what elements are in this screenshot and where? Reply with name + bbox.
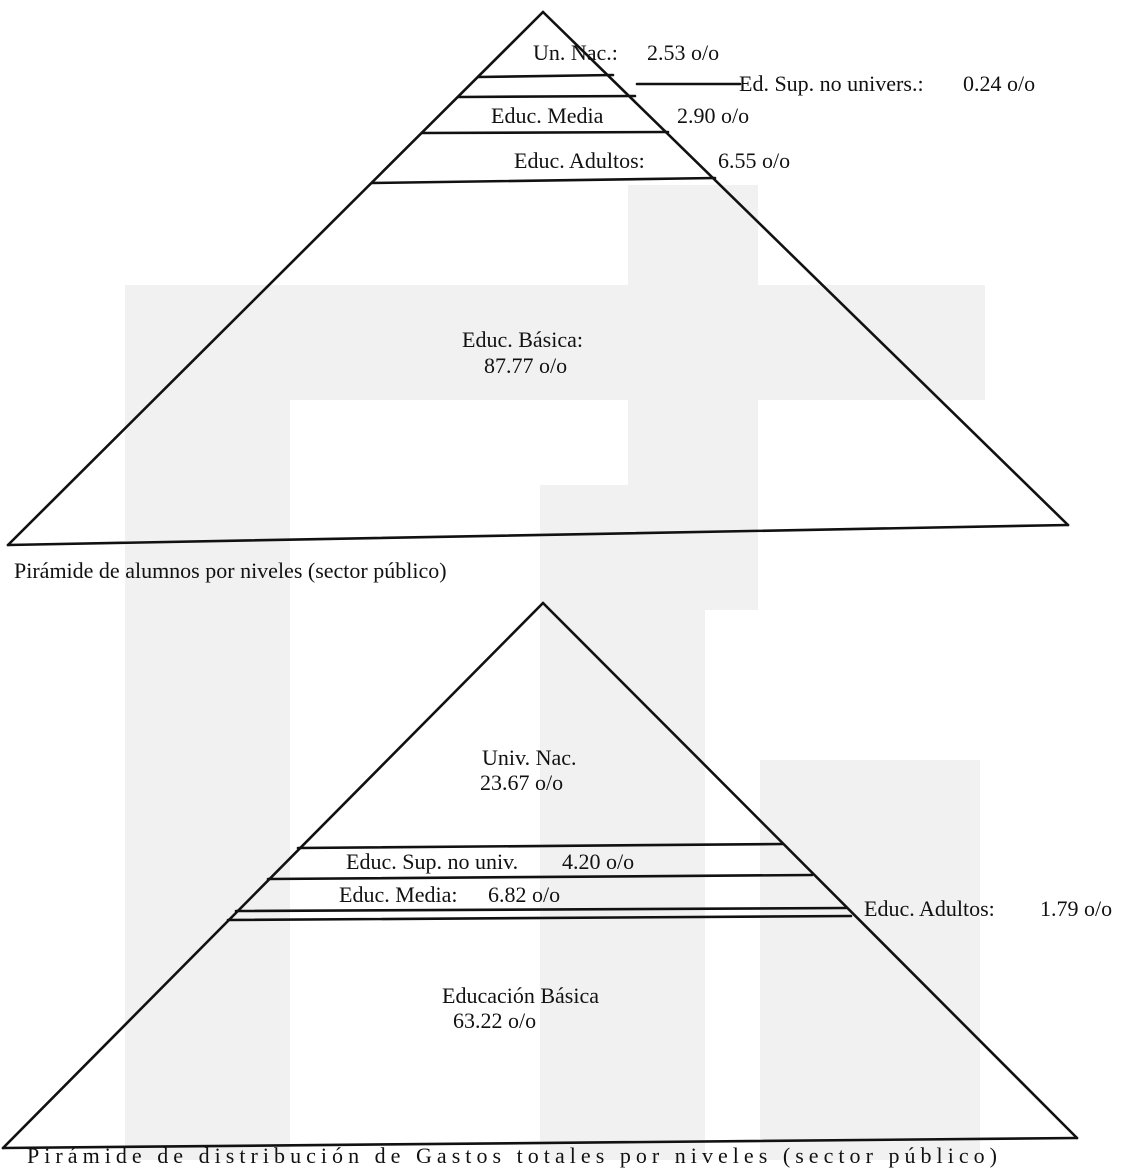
divider-line — [420, 130, 670, 135]
pyramid-right-edge — [541, 601, 1079, 1140]
pyramid-left-edge — [6, 10, 545, 547]
divider-line — [456, 94, 637, 99]
segment-value-educ-adultos: 1.79 o/o — [1040, 896, 1112, 921]
divider-line — [296, 842, 785, 850]
segment-value-univ-nac: 2.53 o/o — [647, 40, 719, 65]
segment-value-ed-sup-no-univ: 0.24 o/o — [963, 71, 1035, 96]
segment-label-univ-nac: Un. Nac.: — [533, 40, 618, 65]
segment-label-univ-nac: Univ. Nac. — [482, 745, 577, 770]
pyramid-base — [6, 523, 1070, 547]
segment-label-ed-sup-no-univ: Ed. Sup. no univers.: — [739, 71, 924, 96]
segment-value-educ-adultos: 6.55 o/o — [718, 148, 790, 173]
segment-label-educ-adultos: Educ. Adultos: — [864, 896, 995, 921]
spending-pyramid-caption: Pirámide de distribución de Gastos total… — [27, 1143, 997, 1168]
students-pyramid-caption: Pirámide de alumnos por niveles (sector … — [14, 558, 447, 583]
segment-label-educ-adultos: Educ. Adultos: — [514, 148, 645, 173]
segment-label-educacion-basica: Educación Básica — [442, 983, 599, 1008]
segment-value-educacion-basica: 63.22 o/o — [453, 1008, 536, 1033]
pyramid-left-edge — [1, 601, 545, 1150]
students-pyramid: Un. Nac.: 2.53 o/o Ed. Sup. no univers.:… — [6, 10, 1070, 547]
divider-line — [234, 906, 848, 913]
pyramid-base — [1, 1136, 1079, 1150]
segment-value-univ-nac: 23.67 o/o — [480, 770, 563, 795]
divider-line — [370, 176, 717, 185]
segment-label-educ-media: Educ. Media — [491, 103, 604, 128]
segment-value-educ-basica: 87.77 o/o — [484, 353, 567, 378]
spending-pyramid: Univ. Nac. 23.67 o/o Educ. Sup. no univ.… — [1, 601, 1112, 1150]
segment-label-educ-basica: Educ. Básica: — [462, 327, 583, 352]
pyramid-right-edge — [541, 10, 1070, 527]
segment-label-educ-sup-no-univ: Educ. Sup. no univ. — [346, 849, 518, 874]
divider-line — [476, 73, 615, 79]
segment-label-educ-media: Educ. Media: — [339, 882, 458, 907]
divider-line — [266, 873, 814, 881]
segment-value-educ-sup-no-univ: 4.20 o/o — [562, 849, 634, 874]
divider-line — [226, 914, 853, 922]
segment-value-educ-media: 2.90 o/o — [677, 103, 749, 128]
segment-value-educ-media: 6.82 o/o — [488, 882, 560, 907]
